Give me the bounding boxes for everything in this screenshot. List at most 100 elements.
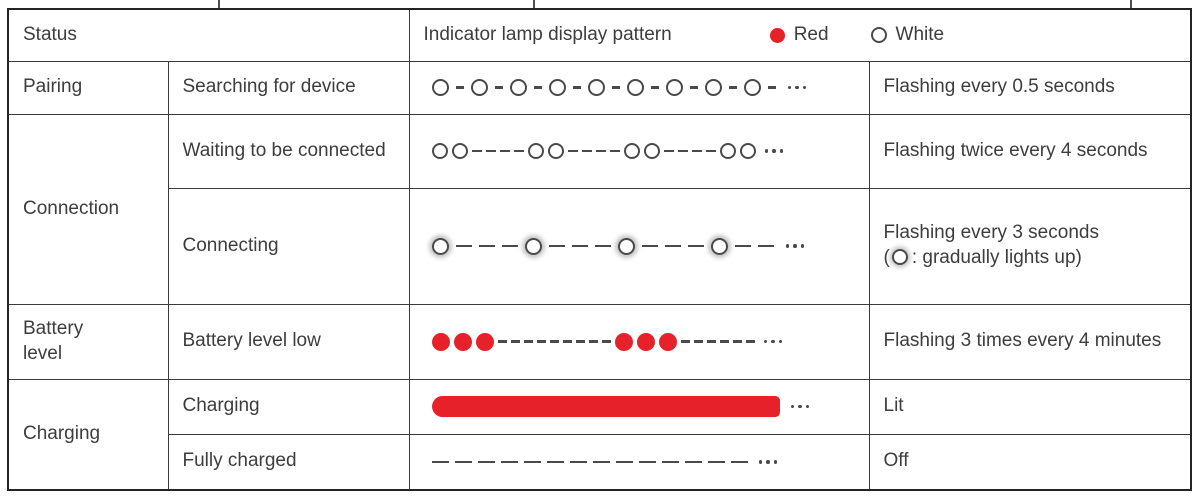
cell-substatus: Charging <box>167 378 410 435</box>
continuation-ellipsis-icon <box>764 149 783 153</box>
continuation-ellipsis-icon <box>758 460 777 464</box>
off-dash-icon <box>497 340 507 343</box>
red-lamp-dot-icon <box>453 332 472 351</box>
off-dash-icon <box>680 340 690 343</box>
off-dash-icon <box>571 244 588 248</box>
off-dash-icon <box>592 460 610 463</box>
cell-status-group: Battery level <box>7 303 169 380</box>
white-lamp-dot-icon <box>743 79 761 96</box>
red-lamp-dot-icon <box>658 332 677 351</box>
glow-lamp-dot-icon <box>710 237 728 255</box>
off-dash-icon <box>687 244 704 248</box>
off-dash-icon <box>455 86 464 89</box>
off-dash-icon <box>567 149 578 153</box>
cell-description: Flashing every 3 seconds (: gradually li… <box>868 187 1192 305</box>
status-group-label: Charging <box>23 422 101 444</box>
off-dash-icon <box>471 149 482 153</box>
off-dash-icon <box>523 340 533 343</box>
crop-artifact-line <box>1130 0 1132 8</box>
off-dash-icon <box>431 460 449 463</box>
off-dash-icon <box>757 244 774 248</box>
off-dash-icon <box>549 340 559 343</box>
off-dash-icon <box>705 149 716 153</box>
off-dash-icon <box>615 460 633 463</box>
off-dash-icon <box>510 340 520 343</box>
off-dash-icon <box>664 244 681 248</box>
off-dash-icon <box>601 340 611 343</box>
legend-white-label: White <box>895 23 945 45</box>
off-dash-icon <box>677 149 688 153</box>
white-lamp-dot-icon <box>665 79 683 96</box>
white-lamp-dot-icon <box>431 143 448 159</box>
off-dash-icon <box>663 149 674 153</box>
cell-pattern <box>408 113 870 189</box>
header-status: Status <box>7 8 410 62</box>
off-dash-icon <box>572 86 581 89</box>
off-dash-icon <box>706 340 716 343</box>
off-dash-icon <box>650 86 659 89</box>
red-lamp-dot-icon <box>431 332 450 351</box>
table-row-battery: Battery level Battery level low Flashing… <box>7 303 1192 380</box>
off-dash-icon <box>478 244 495 248</box>
cell-substatus: Connecting <box>167 187 410 305</box>
off-dash-icon <box>594 244 611 248</box>
pattern-waiting <box>431 143 869 159</box>
off-dash-icon <box>732 340 742 343</box>
legend-red-label: Red <box>793 23 829 45</box>
legend-white: White <box>870 23 945 48</box>
red-lamp-dot-icon <box>636 332 655 351</box>
description-label: Flashing every 0.5 seconds <box>883 76 1115 98</box>
white-lamp-dot-icon <box>623 143 640 159</box>
off-dash-icon <box>728 86 737 89</box>
header-row: Status Indicator lamp display pattern Re… <box>7 8 1192 62</box>
continuation-ellipsis-icon <box>790 404 809 409</box>
status-group-label: Pairing <box>23 76 83 98</box>
status-group-label: Battery level <box>23 317 84 364</box>
red-lamp-dot-icon <box>769 27 785 43</box>
off-dash-icon <box>641 244 658 248</box>
cell-pattern <box>408 378 870 435</box>
cell-pattern <box>408 187 870 305</box>
off-dash-icon <box>767 86 776 89</box>
off-dash-icon <box>661 460 679 463</box>
off-dash-icon <box>485 149 496 153</box>
off-dash-icon <box>494 86 503 89</box>
description-label: Flashing twice every 4 seconds <box>883 139 1148 161</box>
continuation-ellipsis-icon <box>787 85 806 90</box>
off-dash-icon <box>575 340 585 343</box>
description-label: Flashing 3 times every 4 minutes <box>883 330 1162 352</box>
description-label: Off <box>883 450 909 472</box>
off-dash-icon <box>455 244 472 248</box>
cell-substatus: Searching for device <box>167 60 410 115</box>
red-lamp-dot-icon <box>475 332 494 351</box>
off-dash-icon <box>707 460 725 463</box>
white-lamp-dot-icon <box>643 143 660 159</box>
white-lamp-dot-icon <box>451 143 468 159</box>
table-row-pairing: Pairing Searching for device Flashing ev… <box>7 60 1192 115</box>
off-dash-icon <box>536 340 546 343</box>
cell-description: Flashing twice every 4 seconds <box>868 113 1192 189</box>
off-dash-icon <box>533 86 542 89</box>
white-lamp-dot-icon <box>470 79 488 96</box>
off-dash-icon <box>595 149 606 153</box>
off-dash-icon <box>609 149 620 153</box>
white-lamp-dot-icon <box>626 79 644 96</box>
off-dash-icon <box>501 244 518 248</box>
continuation-ellipsis-icon <box>763 339 782 344</box>
off-dash-icon <box>500 460 518 463</box>
glow-lamp-dot-icon <box>891 249 908 265</box>
off-dash-icon <box>546 460 564 463</box>
substatus-label: Charging <box>182 395 260 417</box>
glow-lamp-dot-icon <box>524 237 542 255</box>
legend-red: Red <box>769 23 829 48</box>
off-dash-icon <box>499 149 510 153</box>
off-dash-icon <box>588 340 598 343</box>
cell-description: Flashing 3 times every 4 minutes <box>868 303 1192 380</box>
white-lamp-dot-icon <box>739 143 756 159</box>
substatus-label: Fully charged <box>182 450 297 472</box>
header-pattern: Indicator lamp display pattern Red White <box>408 8 1192 62</box>
lit-bar-icon <box>431 396 780 417</box>
header-status-label: Status <box>23 23 77 45</box>
crop-artifact-line <box>218 0 220 8</box>
off-dash-icon <box>548 244 565 248</box>
